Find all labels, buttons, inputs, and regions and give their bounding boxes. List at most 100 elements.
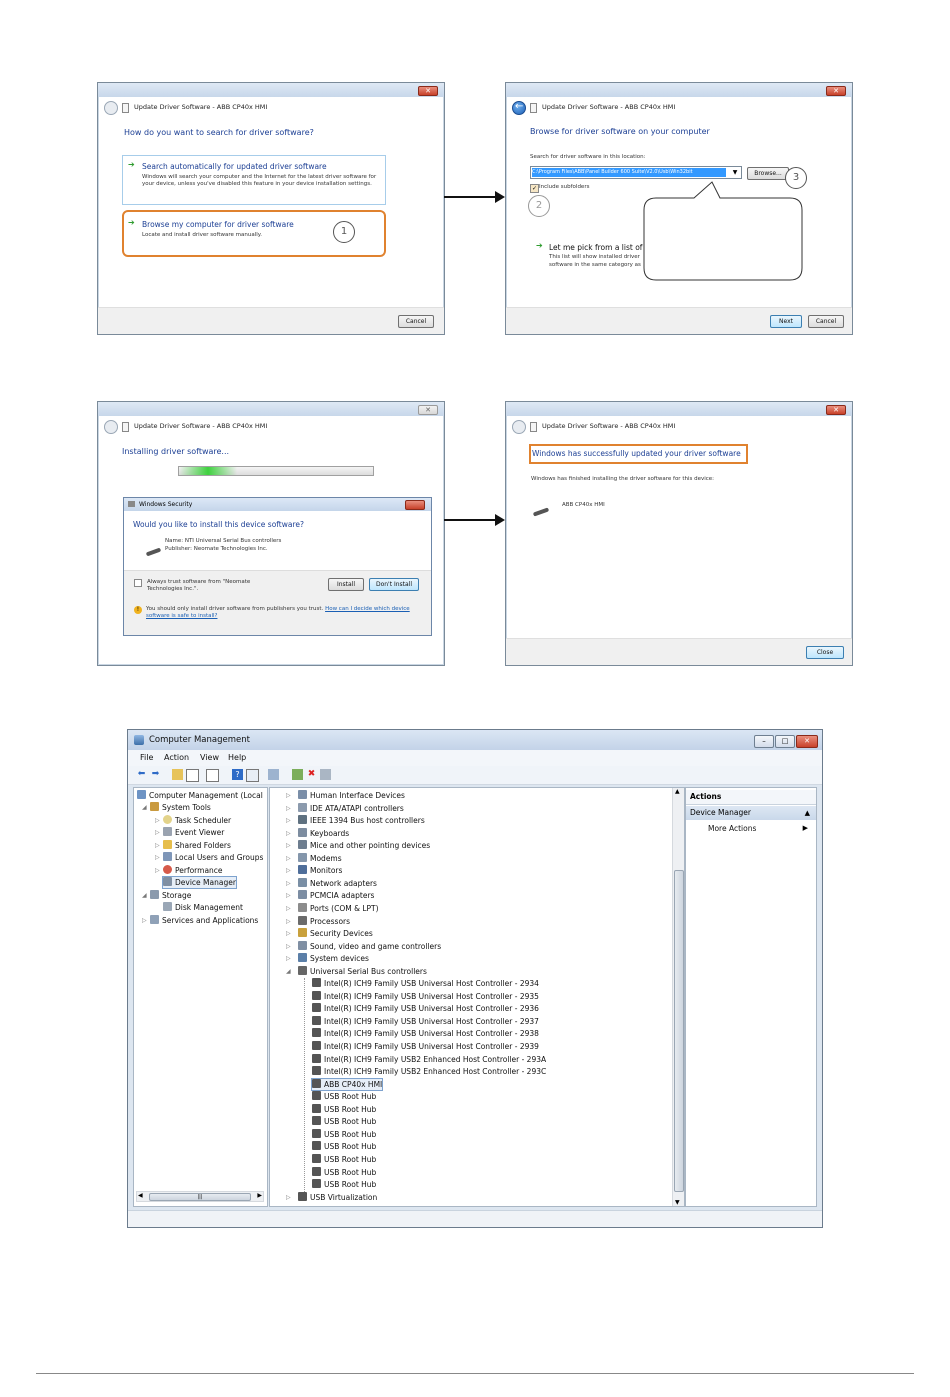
tree-system-tools[interactable]: System Tools: [150, 802, 211, 813]
next-button[interactable]: Next: [770, 315, 802, 328]
more-actions-item[interactable]: More Actions: [708, 824, 756, 834]
close-button[interactable]: ✕: [796, 735, 818, 748]
usb-device-item[interactable]: Intel(R) ICH9 Family USB Universal Host …: [312, 1003, 539, 1014]
expand-icon[interactable]: ▷: [155, 842, 160, 849]
help-icon[interactable]: ?: [232, 769, 243, 780]
update-driver-icon[interactable]: [292, 769, 303, 780]
device-category[interactable]: Security Devices: [298, 928, 373, 939]
option-search-automatically[interactable]: ➔ Search automatically for updated drive…: [122, 155, 386, 205]
close-button[interactable]: ✕: [418, 86, 438, 96]
usb-device-item[interactable]: Intel(R) ICH9 Family USB2 Enhanced Host …: [312, 1066, 546, 1077]
usb-device-item[interactable]: Intel(R) ICH9 Family USB Universal Host …: [312, 1041, 539, 1052]
collapse-up-icon[interactable]: ▲: [804, 809, 810, 817]
pick-from-list-title[interactable]: Let me pick from a list of: [549, 243, 643, 252]
back-icon[interactable]: [512, 101, 526, 115]
usb-device-item[interactable]: USB Root Hub: [312, 1103, 376, 1115]
device-category[interactable]: Sound, video and game controllers: [298, 940, 441, 952]
back-icon[interactable]: [104, 420, 118, 434]
usb-device-item[interactable]: Intel(R) ICH9 Family USB Universal Host …: [312, 990, 539, 1002]
option-browse-computer[interactable]: ➔ Browse my computer for driver software…: [124, 212, 374, 250]
tree-services-apps[interactable]: Services and Applications: [150, 915, 258, 926]
always-trust-checkbox[interactable]: [134, 579, 142, 587]
expand-icon[interactable]: ▷: [286, 1193, 291, 1201]
usb-device-item[interactable]: Intel(R) ICH9 Family USB Universal Host …: [312, 1015, 539, 1027]
expand-icon[interactable]: ▷: [286, 842, 291, 850]
install-button[interactable]: Install: [328, 578, 364, 591]
tree-disk-management[interactable]: Disk Management: [163, 902, 243, 913]
device-category[interactable]: Mice and other pointing devices: [298, 840, 430, 851]
tree-performance[interactable]: Performance: [163, 865, 223, 876]
collapse-icon[interactable]: ◢: [142, 804, 147, 811]
dont-install-button[interactable]: Don't Install: [369, 578, 419, 591]
cancel-button[interactable]: Cancel: [808, 315, 844, 328]
include-subfolders-checkbox[interactable]: ✓: [530, 184, 539, 193]
expand-icon[interactable]: ▷: [155, 867, 160, 874]
device-category[interactable]: USB Virtualization: [298, 1191, 377, 1203]
expand-icon[interactable]: ▷: [155, 854, 160, 861]
device-category[interactable]: Modems: [298, 852, 342, 864]
expand-icon[interactable]: ▷: [286, 792, 291, 799]
device-category[interactable]: IDE ATA/ATAPI controllers: [298, 802, 404, 814]
usb-device-item[interactable]: Intel(R) ICH9 Family USB Universal Host …: [312, 978, 539, 989]
horizontal-scrollbar[interactable]: ◀ ||| ▶: [136, 1191, 264, 1202]
expand-icon[interactable]: ▷: [286, 867, 291, 875]
scroll-right-icon[interactable]: ▶: [257, 1192, 262, 1199]
close-button[interactable]: ✕: [418, 405, 438, 415]
properties-icon[interactable]: [206, 769, 219, 782]
safe-software-link[interactable]: How can I decide which device software i…: [146, 606, 410, 619]
tree-event-viewer[interactable]: Event Viewer: [163, 827, 224, 838]
close-button[interactable]: ✕: [826, 86, 846, 96]
device-category[interactable]: Human Interface Devices: [298, 790, 405, 801]
vertical-scrollbar[interactable]: ▲ ▼: [672, 788, 684, 1206]
scroll-up-icon[interactable]: ▲: [675, 788, 680, 795]
close-button[interactable]: [405, 500, 425, 510]
tree-task-scheduler[interactable]: Task Scheduler: [163, 815, 231, 826]
close-button[interactable]: ✕: [826, 405, 846, 415]
path-input[interactable]: C:\Program Files\ABB\Panel Builder 600 S…: [532, 168, 726, 177]
device-category[interactable]: Monitors: [298, 865, 342, 876]
usb-device-item[interactable]: Intel(R) ICH9 Family USB2 Enhanced Host …: [312, 1053, 546, 1065]
device-category[interactable]: PCMCIA adapters: [298, 890, 374, 901]
expand-icon[interactable]: ▷: [142, 917, 147, 924]
uninstall-icon[interactable]: ✖: [307, 769, 316, 779]
device-category[interactable]: Network adapters: [298, 877, 377, 889]
scroll-thumb[interactable]: |||: [149, 1193, 251, 1201]
expand-icon[interactable]: ▷: [286, 904, 291, 912]
device-category[interactable]: System devices: [298, 953, 369, 964]
tree-shared-folders[interactable]: Shared Folders: [163, 840, 231, 851]
expand-icon[interactable]: ▷: [155, 829, 160, 836]
scan-hardware-icon[interactable]: [268, 769, 279, 780]
tree-local-users[interactable]: Local Users and Groups: [163, 852, 263, 863]
maximize-button[interactable]: □: [775, 735, 795, 748]
forward-arrow-icon[interactable]: ➡: [151, 769, 160, 779]
expand-icon[interactable]: ▷: [155, 817, 160, 824]
back-icon[interactable]: [512, 420, 526, 434]
expand-icon[interactable]: ▷: [286, 892, 291, 900]
close-button[interactable]: Close: [806, 646, 844, 659]
collapse-icon[interactable]: ◢: [286, 967, 291, 975]
actions-section-device-manager[interactable]: Device Manager ▲: [686, 806, 816, 820]
expand-icon[interactable]: ▷: [286, 879, 291, 887]
usb-device-item[interactable]: USB Root Hub: [312, 1166, 376, 1178]
browse-button[interactable]: Browse...: [747, 167, 789, 180]
expand-icon[interactable]: ▷: [286, 829, 291, 837]
back-icon[interactable]: [104, 101, 118, 115]
menu-file[interactable]: File: [140, 753, 154, 762]
menu-help[interactable]: Help: [228, 753, 247, 762]
expand-icon[interactable]: ▷: [286, 804, 291, 812]
usb-device-item[interactable]: USB Root Hub: [312, 1091, 376, 1102]
usb-device-item[interactable]: USB Root Hub: [312, 1116, 376, 1127]
expand-icon[interactable]: ▷: [286, 955, 291, 963]
tree-root[interactable]: Computer Management (Local: [137, 790, 263, 801]
device-category[interactable]: Ports (COM & LPT): [298, 902, 379, 914]
usb-device-item[interactable]: ABB CP40x HMI: [310, 1077, 384, 1091]
tree-device-manager[interactable]: Device Manager: [162, 876, 237, 889]
path-combobox[interactable]: C:\Program Files\ABB\Panel Builder 600 S…: [530, 166, 742, 179]
show-hide-tree-icon[interactable]: [186, 769, 199, 782]
device-category[interactable]: IEEE 1394 Bus host controllers: [298, 815, 425, 826]
menu-view[interactable]: View: [200, 753, 219, 762]
dropdown-arrow-icon[interactable]: ▼: [732, 169, 738, 176]
usb-device-item[interactable]: Intel(R) ICH9 Family USB Universal Host …: [312, 1028, 539, 1039]
scroll-left-icon[interactable]: ◀: [138, 1192, 143, 1199]
usb-device-item[interactable]: USB Root Hub: [312, 1153, 376, 1165]
